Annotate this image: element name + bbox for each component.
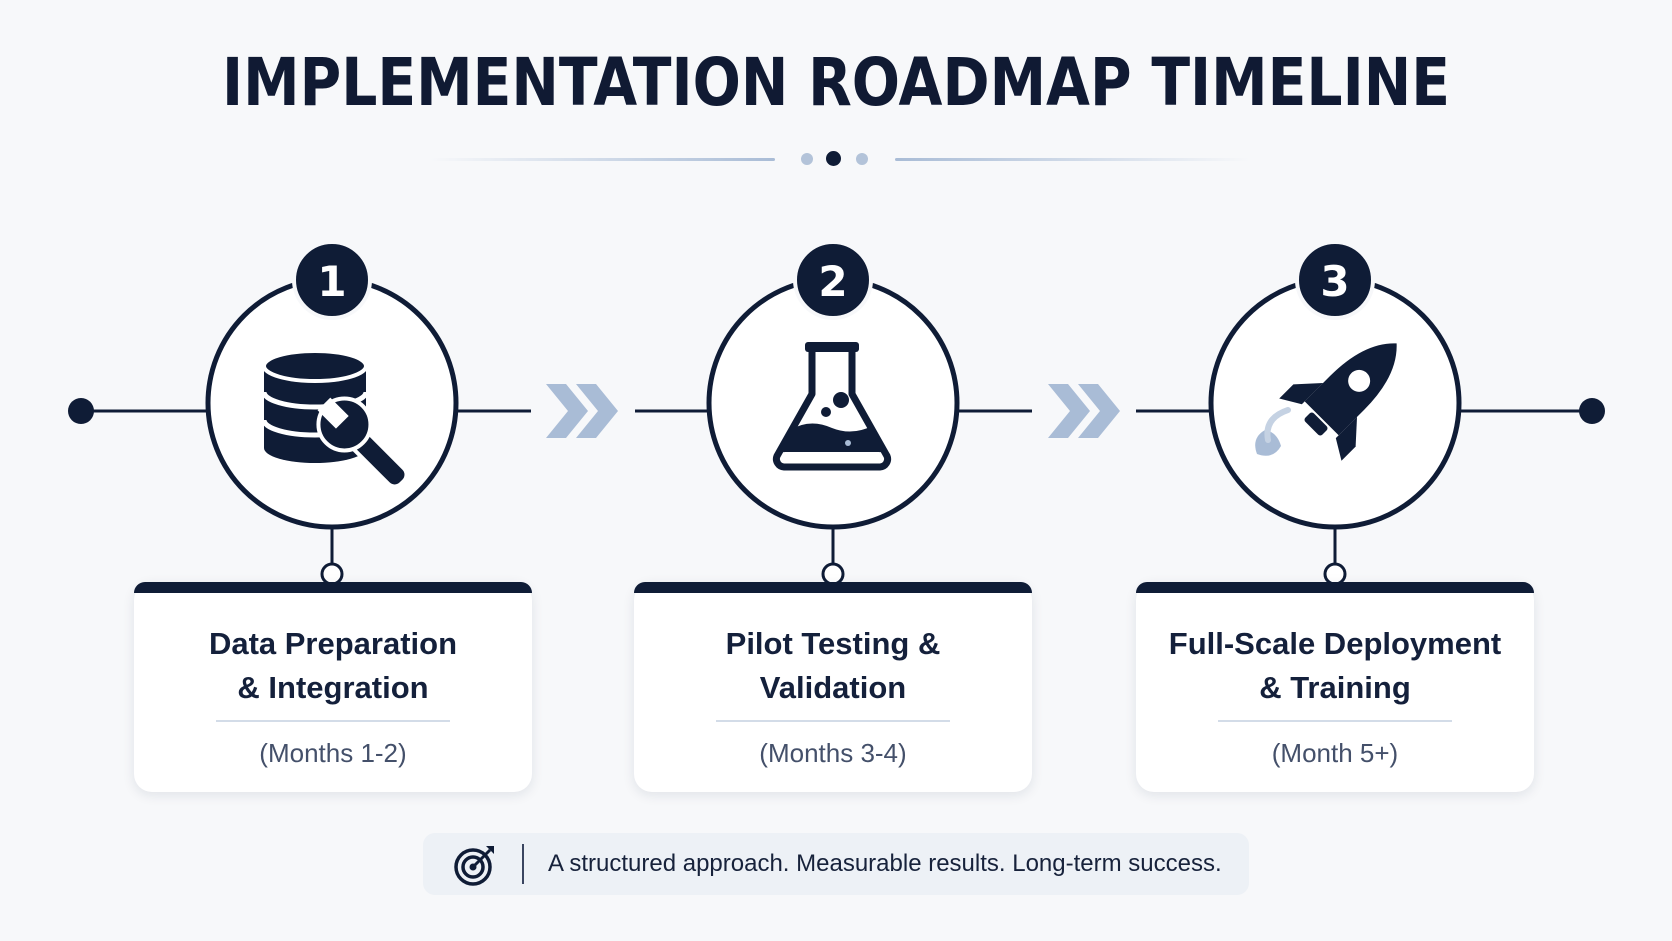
flask-icon: [772, 342, 892, 471]
divider-dot: [801, 153, 813, 165]
target-icon: [454, 846, 494, 886]
chevron-right-icon: [546, 384, 618, 438]
step-number: 1: [317, 257, 346, 306]
step-title: Pilot Testing & Validation: [725, 626, 941, 705]
step-card-1: Data Preparation & Integration (Months 1…: [134, 582, 532, 792]
step-title: Full-Scale Deployment & Training: [1168, 626, 1502, 705]
card-header-bar: [134, 582, 532, 593]
step-title: Data Preparation & Integration: [208, 626, 458, 705]
database-wrench-icon: [261, 349, 409, 489]
card-header-bar: [1136, 582, 1534, 593]
step-number: 3: [1320, 257, 1349, 306]
card-header-bar: [634, 582, 1032, 593]
step-period: (Months 3-4): [759, 738, 907, 768]
step-period: (Month 5+): [1271, 738, 1399, 768]
title-divider-left: [430, 158, 775, 161]
card-divider: [716, 720, 950, 722]
footer-tagline: A structured approach. Measurable result…: [548, 850, 1222, 877]
card-divider: [216, 720, 450, 722]
step-1-node: 1: [205, 240, 459, 586]
footer-banner: A structured approach. Measurable result…: [423, 833, 1249, 895]
step-3-node: 3: [1208, 240, 1462, 586]
rocket-icon: [1255, 343, 1397, 461]
card-divider: [1218, 720, 1452, 722]
chevron-right-icon: [1048, 384, 1120, 438]
divider-dot: [856, 153, 868, 165]
page-title: IMPLEMENTATION ROADMAP TIMELINE: [222, 44, 1450, 121]
step-card-3: Full-Scale Deployment & Training (Month …: [1136, 582, 1534, 792]
footer-divider: [522, 844, 524, 884]
step-2-node: 2: [706, 240, 960, 586]
step-card-2: Pilot Testing & Validation (Months 3-4): [634, 582, 1032, 792]
title-divider-right: [895, 158, 1250, 161]
divider-dot-active: [826, 151, 841, 166]
step-number: 2: [818, 257, 847, 306]
step-period: (Months 1-2): [259, 738, 407, 768]
